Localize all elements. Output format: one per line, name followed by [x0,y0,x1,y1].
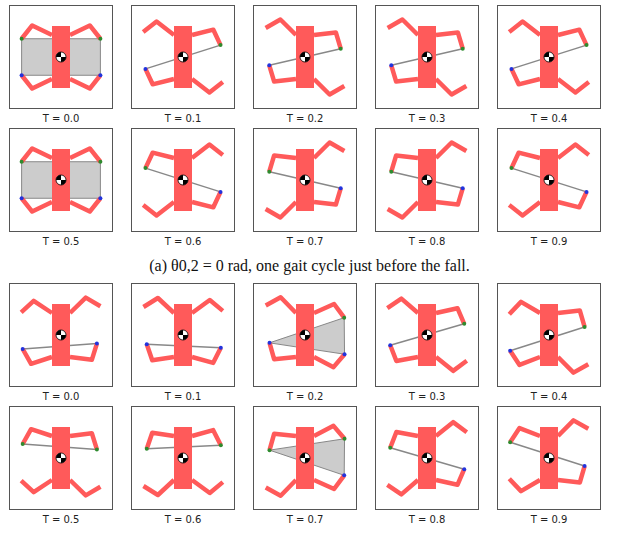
robot-figure [388,142,467,217]
robot-figure [143,22,223,93]
robot-figure [266,297,347,367]
robot-figure [21,427,101,495]
robot-figure [387,422,466,494]
time-label: T = 0.7 [287,514,324,525]
time-label: T = 0.1 [165,391,202,402]
frame-panel: T = 0.1 [131,283,235,387]
robot-figure [387,299,466,371]
time-label: T = 0.5 [43,514,80,525]
robot-figure [509,22,589,93]
time-label: T = 0.9 [531,236,568,247]
time-label: T = 0.4 [531,391,568,402]
frame-panel: T = 0.0 [9,283,113,387]
time-label: T = 0.8 [409,514,446,525]
time-label: T = 0.1 [165,113,202,124]
frame-panel: T = 0.1 [131,5,235,109]
robot-figure [266,426,347,496]
robot-figure [508,302,588,373]
frame-panel: T = 0.9 [497,128,601,232]
time-label: T = 0.9 [531,514,568,525]
time-label: T = 0.8 [409,236,446,247]
robot-figure [143,427,222,495]
robot-figure [388,19,467,94]
frame-panel: T = 0.6 [131,406,235,510]
frame-panel: T = 0.2 [253,5,357,109]
frame-panel: T = 0.8 [375,406,479,510]
frame-panel: T = 0.4 [497,5,601,109]
robot-figure [508,420,588,491]
frame-panel: T = 0.2 [253,283,357,387]
robot-figure [143,298,222,366]
frame-panel: T = 0.8 [375,128,479,232]
robot-figure [20,148,103,211]
frame-panel: T = 0.6 [131,128,235,232]
figure-caption: (a) θ0,2 = 0 rad, one gait cycle just be… [149,257,470,275]
frame-panel: T = 0.3 [375,5,479,109]
time-label: T = 0.3 [409,113,446,124]
time-label: T = 0.6 [165,236,202,247]
time-label: T = 0.0 [43,391,80,402]
frame-panel: T = 0.7 [253,128,357,232]
robot-figure [266,142,345,217]
robot-figure [266,19,345,94]
frame-panel: T = 0.7 [253,406,357,510]
frame-panel: T = 0.3 [375,283,479,387]
frame-panel: T = 0.5 [9,406,113,510]
time-label: T = 0.0 [43,113,80,124]
robot-figure [509,145,589,216]
frame-panel: T = 0.0 [9,5,113,109]
time-label: T = 0.7 [287,236,324,247]
time-label: T = 0.6 [165,514,202,525]
time-label: T = 0.2 [287,113,324,124]
frame-panel: T = 0.9 [497,406,601,510]
robot-figure [21,298,101,366]
time-label: T = 0.2 [287,391,324,402]
time-label: T = 0.3 [409,391,446,402]
frame-panel: T = 0.4 [497,283,601,387]
time-label: T = 0.4 [531,113,568,124]
frame-panel: T = 0.5 [9,128,113,232]
robot-figure [143,145,223,216]
time-label: T = 0.5 [43,236,80,247]
robot-figure [20,25,103,88]
